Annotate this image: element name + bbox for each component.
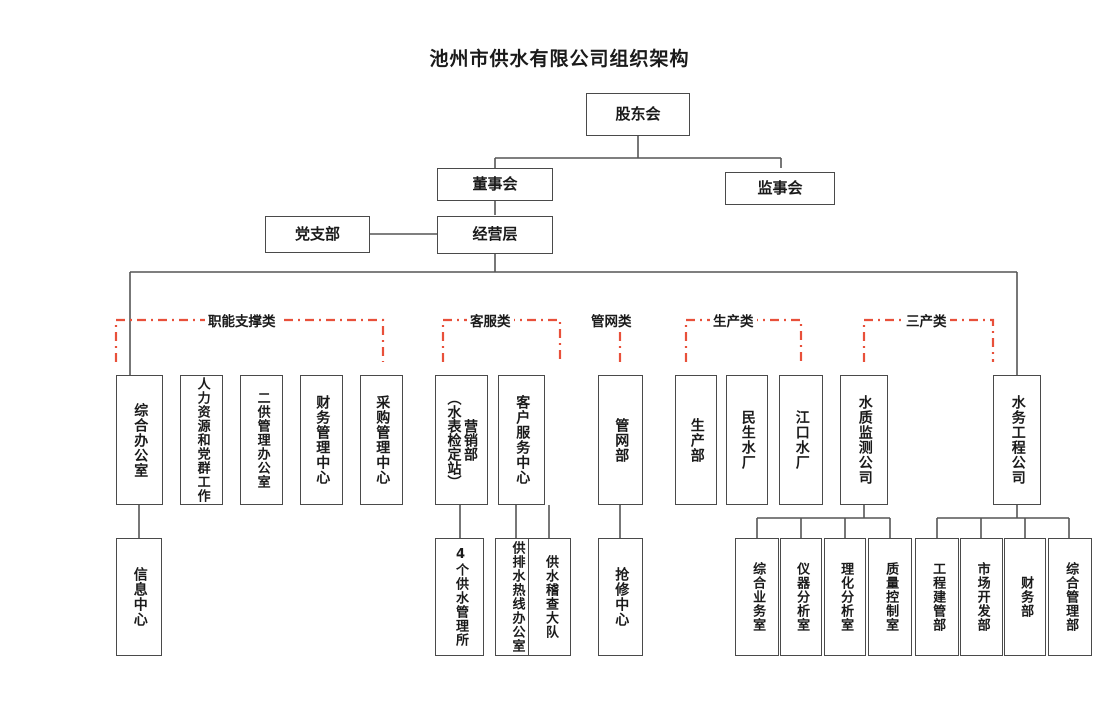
node-water-engineering-company[interactable]: 水务工程公司 bbox=[993, 375, 1041, 505]
marketing-label-paren: （水表检定站） bbox=[445, 391, 462, 489]
category-label-customer: 客服类 bbox=[467, 310, 514, 330]
node-quality-control-room[interactable]: 质量控制室 bbox=[868, 538, 912, 656]
node-procurement-center[interactable]: 采购管理中心 bbox=[360, 375, 403, 505]
node-production-dept[interactable]: 生产部 bbox=[675, 375, 717, 505]
category-label-pipeline: 管网类 bbox=[588, 310, 635, 330]
category-label-tertiary: 三产类 bbox=[903, 310, 950, 330]
node-marketing-dept[interactable]: （水表检定站） 营销部 bbox=[435, 375, 488, 505]
marketing-label-wrap: （水表检定站） 营销部 bbox=[445, 391, 479, 489]
node-jiangkou-plant[interactable]: 江口水厂 bbox=[779, 375, 823, 505]
page-title: 池州市供水有限公司组织架构 bbox=[429, 48, 690, 70]
node-board[interactable]: 董事会 bbox=[437, 168, 553, 201]
node-secondary-supply[interactable]: 二供管理办公室 bbox=[240, 375, 283, 505]
node-finance-dept[interactable]: 财务部 bbox=[1004, 538, 1046, 656]
node-hr-party[interactable]: 人力资源和党群工作 bbox=[180, 375, 223, 505]
node-shareholders[interactable]: 股东会 bbox=[586, 93, 690, 136]
node-general-business-room[interactable]: 综合业务室 bbox=[735, 538, 779, 656]
node-supervisors[interactable]: 监事会 bbox=[725, 172, 835, 205]
node-finance-center[interactable]: 财务管理中心 bbox=[300, 375, 343, 505]
marketing-label-main: 营销部 bbox=[462, 419, 479, 461]
node-party-branch[interactable]: 党支部 bbox=[265, 216, 370, 253]
node-physchem-lab[interactable]: 理化分析室 bbox=[824, 538, 866, 656]
node-pipeline-dept[interactable]: 管网部 bbox=[598, 375, 643, 505]
node-minsheng-plant[interactable]: 民生水厂 bbox=[726, 375, 768, 505]
node-info-center[interactable]: 信息中心 bbox=[116, 538, 162, 656]
node-management[interactable]: 经营层 bbox=[437, 216, 553, 254]
node-general-office[interactable]: 综合办公室 bbox=[116, 375, 163, 505]
node-engineering-mgmt-dept[interactable]: 工程建管部 bbox=[915, 538, 959, 656]
node-repair-center[interactable]: 抢修中心 bbox=[598, 538, 643, 656]
category-label-functional: 职能支撑类 bbox=[205, 310, 279, 330]
category-label-production: 生产类 bbox=[710, 310, 757, 330]
node-market-dev-dept[interactable]: 市场开发部 bbox=[960, 538, 1003, 656]
node-customer-service[interactable]: 客户服务中心 bbox=[498, 375, 545, 505]
node-water-quality-company[interactable]: 水质监测公司 bbox=[840, 375, 888, 505]
node-instrument-lab[interactable]: 仪器分析室 bbox=[780, 538, 822, 656]
node-inspection-team[interactable]: 供水稽查大队 bbox=[528, 538, 571, 656]
node-supply-offices[interactable]: 4个供水管理所 bbox=[435, 538, 484, 656]
node-general-mgmt-dept[interactable]: 综合管理部 bbox=[1048, 538, 1092, 656]
